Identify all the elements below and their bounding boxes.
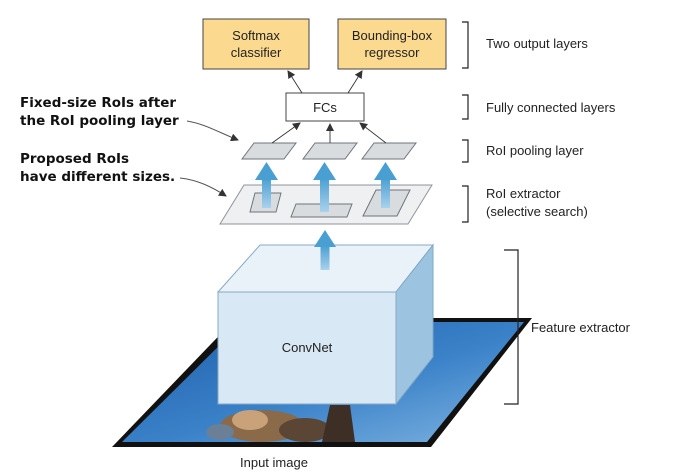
label-roi-extractor: RoI extractor xyxy=(486,186,561,201)
input-image-subject xyxy=(206,405,355,442)
convnet-label: ConvNet xyxy=(282,340,333,355)
up-arrow-2 xyxy=(313,162,336,212)
pooled-roi-3 xyxy=(361,142,417,160)
cube-front-face xyxy=(217,291,397,405)
softmax-classifier-box: Softmax classifier xyxy=(202,18,310,70)
note-fixed-line2: the RoI pooling layer xyxy=(20,113,179,129)
input-image-label: Input image xyxy=(240,455,308,470)
label-roi-pooling: RoI pooling layer xyxy=(486,143,584,158)
roi-pooling-layer xyxy=(241,142,417,160)
pool-to-fc-arrows xyxy=(271,122,387,144)
label-feature-extractor: Feature extractor xyxy=(531,320,631,335)
label-fully-connected: Fully connected layers xyxy=(486,100,616,115)
fcs-box: FCs xyxy=(285,92,365,122)
bracket-fc xyxy=(462,94,469,120)
note-fixed-line1: Fixed-size RoIs after xyxy=(20,95,176,111)
bbox-regressor-box: Bounding-box regressor xyxy=(337,18,447,70)
fc-to-output-arrows xyxy=(287,70,363,94)
fcs-label: FCs xyxy=(313,100,337,115)
right-annotations: Two output layers Fully connected layers… xyxy=(462,21,631,405)
bbox-label-line2: regressor xyxy=(365,45,421,60)
pooled-roi-2 xyxy=(302,142,358,160)
bracket-output xyxy=(462,21,469,69)
pooled-roi-1 xyxy=(241,142,297,160)
left-notes: Fixed-size RoIs after the RoI pooling la… xyxy=(20,95,239,197)
up-arrow-main xyxy=(314,230,336,270)
note-fixed-pointer xyxy=(186,120,239,142)
bbox-label-line1: Bounding-box xyxy=(352,28,433,43)
up-arrow-1 xyxy=(255,162,278,208)
up-arrow-3 xyxy=(374,162,397,208)
softmax-label-line1: Softmax xyxy=(232,28,280,43)
bracket-roi-extract xyxy=(462,185,469,223)
note-proposed-line2: have different sizes. xyxy=(20,169,175,185)
label-selective-search: (selective search) xyxy=(486,204,588,219)
softmax-label-line2: classifier xyxy=(231,45,282,60)
note-proposed-line1: Proposed RoIs xyxy=(20,151,129,167)
label-output-layers: Two output layers xyxy=(486,36,588,51)
bracket-feature xyxy=(504,249,519,405)
up-arrows-roi xyxy=(255,162,397,212)
note-proposed-pointer xyxy=(179,177,227,197)
bracket-roi-pool xyxy=(462,139,469,163)
